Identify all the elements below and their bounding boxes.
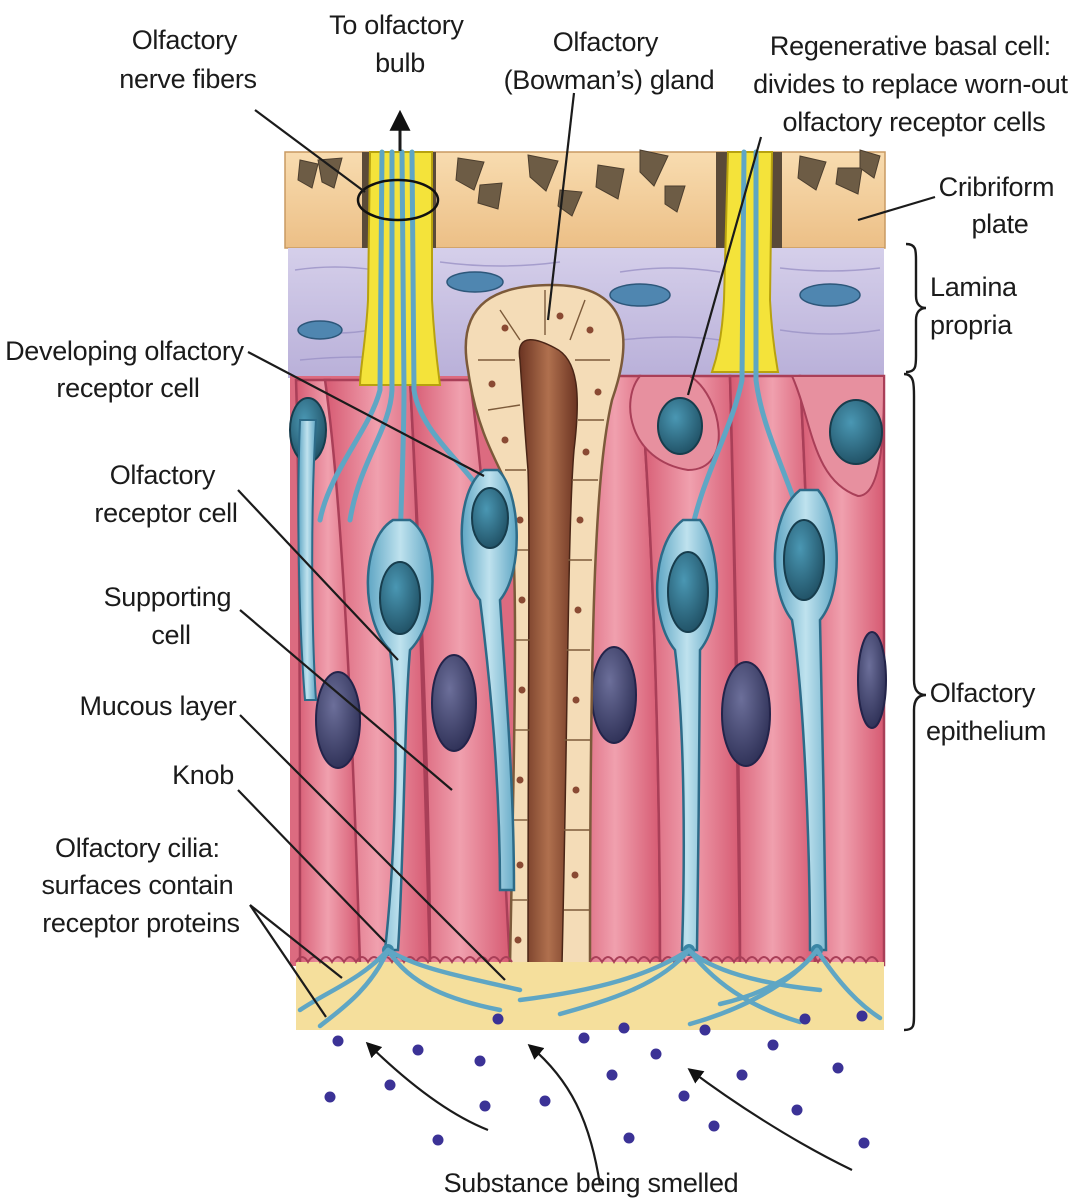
label-to-olfactory-bulb: To olfactory bulb xyxy=(329,10,471,78)
label-olfactory-epithelium: Olfactory epithelium xyxy=(926,678,1046,746)
label-olfactory-cilia: Olfactory cilia: surfaces contain recept… xyxy=(41,833,240,938)
label-mucous-layer: Mucous layer xyxy=(80,691,237,721)
braces xyxy=(904,244,926,1030)
label-lamina-propria: Lamina propria xyxy=(930,272,1024,340)
mucous-layer xyxy=(296,950,884,1030)
label-bowmans-gland: Olfactory (Bowman’s) gland xyxy=(504,27,715,95)
label-olfactory-nerve-fibers: Olfactory nerve fibers xyxy=(119,25,256,94)
label-olfactory-receptor-cell: Olfactory receptor cell xyxy=(94,460,237,528)
label-substance-being-smelled: Substance being smelled xyxy=(444,1168,739,1198)
label-developing-receptor-cell: Developing olfactory receptor cell xyxy=(5,336,251,403)
label-cribriform-plate: Cribriform plate xyxy=(939,172,1062,239)
airflow-arrows xyxy=(368,1044,852,1185)
label-knob: Knob xyxy=(172,760,234,790)
label-supporting-cell: Supporting cell xyxy=(104,582,239,650)
illustration xyxy=(285,114,886,1185)
label-regenerative-basal-cell: Regenerative basal cell: divides to repl… xyxy=(753,31,1075,137)
